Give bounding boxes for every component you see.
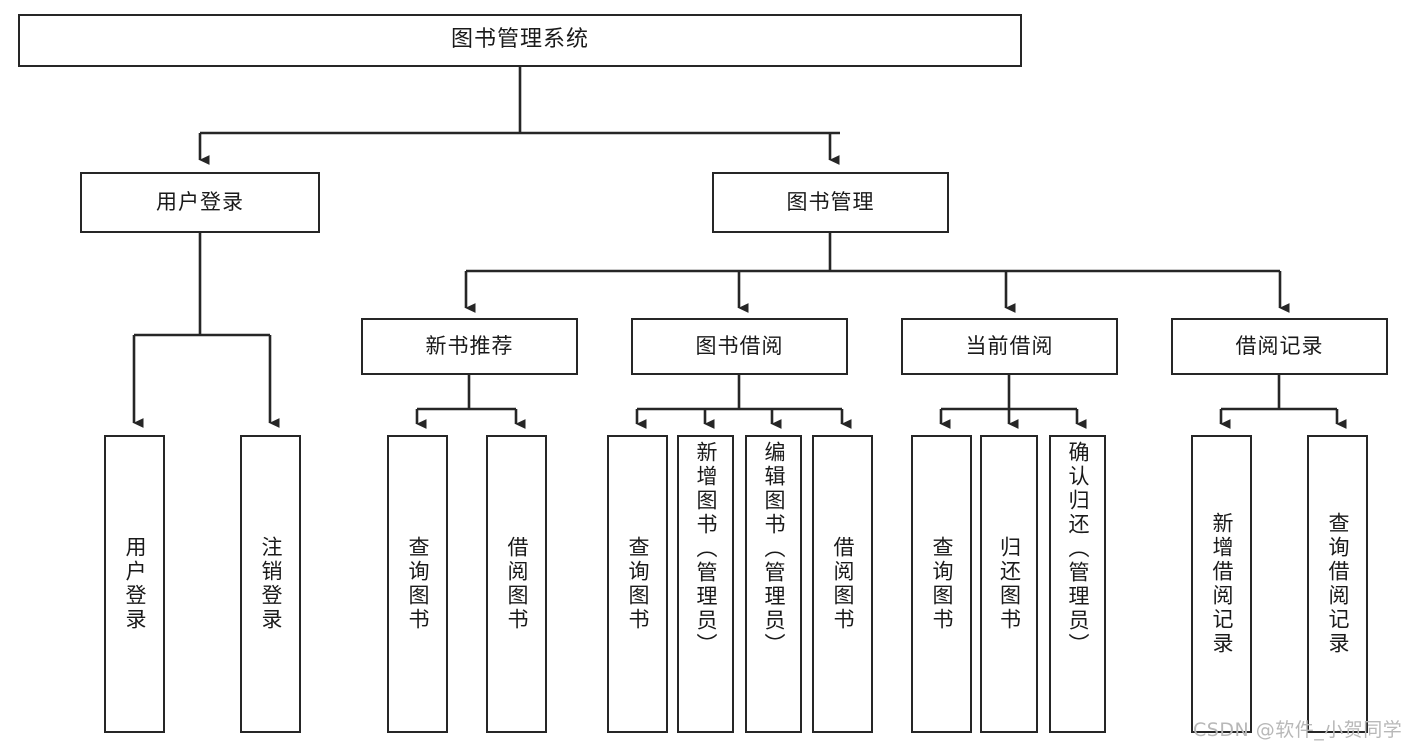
connector-group-root	[198, 67, 840, 165]
node-label: 确认归还（管理员）	[1066, 441, 1090, 657]
node-label: 注销登录	[259, 536, 283, 632]
node-label: 用户登录	[156, 189, 244, 214]
connector-group-user-login	[132, 233, 280, 428]
node-label: 借阅记录	[1235, 333, 1324, 358]
node-leaf-confirm-return-admin[interactable]: 确认归还（管理员）	[1049, 435, 1106, 733]
connector-group-book-manage	[464, 233, 1290, 313]
node-new-book-recommend[interactable]: 新书推荐	[361, 318, 578, 375]
node-label: 编辑图书（管理员）	[762, 441, 786, 657]
node-label: 借阅图书	[505, 536, 529, 632]
node-label: 图书管理	[786, 189, 875, 214]
node-label: 当前借阅	[965, 333, 1054, 358]
node-book-borrow[interactable]: 图书借阅	[631, 318, 848, 375]
node-leaf-user-login[interactable]: 用户登录	[104, 435, 165, 733]
node-leaf-query-book-1[interactable]: 查询图书	[387, 435, 448, 733]
node-label: 用户登录	[123, 536, 147, 632]
node-leaf-logout[interactable]: 注销登录	[240, 435, 301, 733]
node-leaf-edit-book-admin[interactable]: 编辑图书（管理员）	[745, 435, 802, 733]
node-label: 新书推荐	[425, 333, 514, 358]
connector-group-new-book-recommend	[415, 375, 526, 429]
connector-group-book-borrow	[635, 375, 852, 429]
node-leaf-query-book-2[interactable]: 查询图书	[607, 435, 668, 733]
node-current-borrow[interactable]: 当前借阅	[901, 318, 1118, 375]
node-label: 查询图书	[626, 536, 650, 632]
connector-group-borrow-record	[1219, 375, 1347, 429]
node-label: 归还图书	[997, 536, 1022, 632]
node-leaf-add-borrow-record[interactable]: 新增借阅记录	[1191, 435, 1252, 733]
node-leaf-return-book[interactable]: 归还图书	[980, 435, 1038, 733]
node-label: 新增借阅记录	[1210, 512, 1234, 656]
node-borrow-record[interactable]: 借阅记录	[1171, 318, 1388, 375]
node-leaf-borrow-book-1[interactable]: 借阅图书	[486, 435, 547, 733]
node-leaf-add-book-admin[interactable]: 新增图书（管理员）	[677, 435, 734, 733]
node-label: 图书管理系统	[450, 27, 589, 53]
node-label: 新增图书（管理员）	[694, 441, 718, 657]
node-leaf-borrow-book-2[interactable]: 借阅图书	[812, 435, 873, 733]
node-label: 图书借阅	[695, 333, 784, 358]
node-label: 查询借阅记录	[1326, 512, 1350, 656]
node-leaf-query-borrow-record[interactable]: 查询借阅记录	[1307, 435, 1368, 733]
node-root-book-management-system[interactable]: 图书管理系统	[18, 14, 1022, 67]
node-label: 查询图书	[930, 536, 954, 632]
watermark: CSDN @软件_小贺同学	[1193, 719, 1403, 741]
node-user-login[interactable]: 用户登录	[80, 172, 320, 233]
node-book-manage[interactable]: 图书管理	[712, 172, 949, 233]
node-leaf-query-book-3[interactable]: 查询图书	[911, 435, 972, 733]
node-label: 查询图书	[406, 536, 430, 632]
connector-group-current-borrow	[939, 375, 1087, 429]
node-label: 借阅图书	[831, 536, 855, 632]
